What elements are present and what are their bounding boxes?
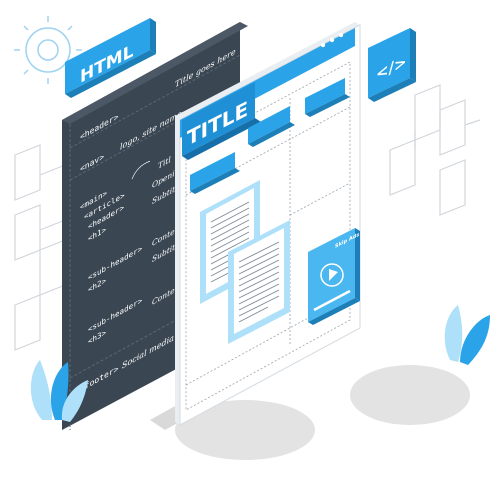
document-cards: [200, 180, 290, 344]
gear-icon: [14, 16, 82, 84]
sitemap-left-decoration: [14, 144, 66, 351]
layout-outline-outer: [185, 61, 351, 411]
plant-right: [444, 305, 490, 365]
video-play-circle: [320, 263, 344, 287]
code-tag-badge: </>: [368, 28, 416, 102]
sitemap-right-decoration: [389, 84, 481, 216]
video-card: Skip Ads: [308, 228, 360, 325]
plant-left: [30, 360, 88, 422]
nav-buttons: [190, 78, 350, 194]
window-dot-1: [320, 42, 326, 48]
window-dot-3: [338, 32, 344, 38]
document-front-lines: [238, 241, 280, 323]
nav-button-1: [248, 106, 295, 147]
video-progress-bar: [313, 289, 351, 312]
floor-shadow-right: [350, 365, 470, 425]
document-card-front: [228, 220, 290, 344]
play-icon: [329, 269, 338, 281]
nav-button-3: [190, 152, 240, 194]
browser-window-dots: [320, 32, 344, 48]
floor-shadow-left: [175, 400, 315, 460]
arrow-annotation-icon: [131, 160, 151, 180]
nav-button-2: [305, 78, 350, 117]
window-dot-2: [329, 37, 335, 43]
